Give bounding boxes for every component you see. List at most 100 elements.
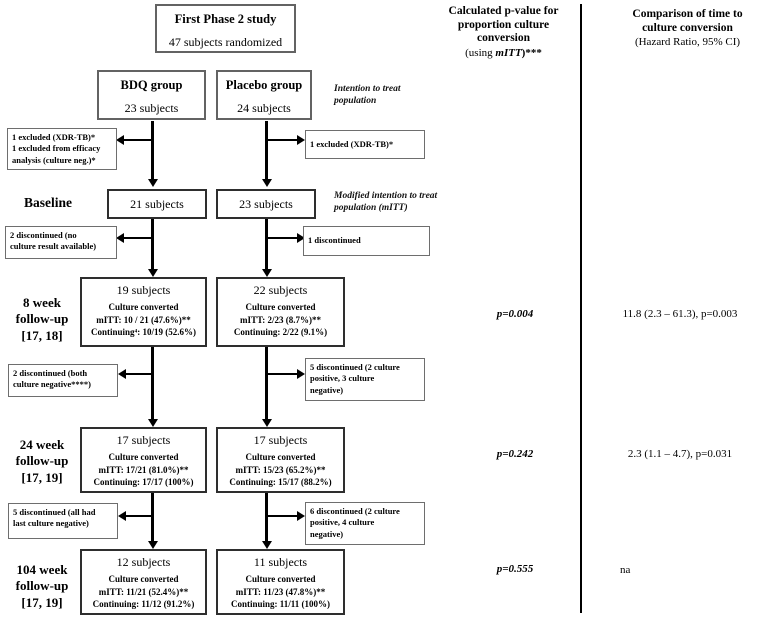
- excl-placebo1-line1: 1 excluded (XDR-TB)*: [310, 138, 394, 149]
- excl-bdq1-line2: 1 excluded from efficacy: [12, 143, 101, 154]
- placebo-arrowhead-4: [262, 541, 272, 549]
- bdq-arrowhead-1: [148, 179, 158, 187]
- wk104-bdq-detail2: mITT: 11/21 (52.4%)**: [98, 586, 189, 597]
- placebo-branch-line-1: [267, 139, 297, 141]
- hr-header-subline: (Hazard Ratio, 95% CI): [634, 36, 741, 49]
- disc-placebo1-line1: 1 discontinued: [308, 235, 361, 246]
- wk104-placebo-detail2: mITT: 11/23 (47.8%)**: [235, 586, 326, 597]
- wk104-bdq-detail3: Continuing: 11/12 (91.2%): [92, 599, 195, 610]
- wk104-bdq-title: 12 subjects: [116, 555, 171, 569]
- bdq-connector-4: [151, 493, 154, 541]
- wk8-bdq-details: Culture converted mITT: 10 / 21 (47.6%)*…: [82, 301, 205, 339]
- wk104-bdq-detail1: Culture converted: [108, 574, 179, 584]
- placebo-branch-arrowhead-1: [297, 135, 305, 145]
- pvalue-header-line2: proportion culture: [457, 18, 550, 31]
- mitt-population-note: Modified intention to treat population (…: [334, 191, 438, 213]
- wk8-placebo-detail3: Continuing: 2/22 (9.1%): [233, 327, 328, 338]
- bdq-arrowhead-3: [148, 419, 158, 427]
- wk24-row-label: 24 week follow-up [17, 19]: [2, 437, 82, 486]
- wk104-bdq-box: 12 subjects Culture converted mITT: 11/2…: [80, 549, 207, 615]
- bdq-branch-line-1: [124, 139, 152, 141]
- wk24-bdq-title: 17 subjects: [116, 433, 171, 447]
- disc-placebo3-line1: 6 discontinued (2 culture: [310, 506, 400, 516]
- wk104-placebo-title: 11 subjects: [253, 555, 308, 569]
- bdq-group-name: BDQ group: [120, 78, 183, 92]
- wk24-label-line2: follow-up: [15, 453, 69, 469]
- wk104-hazard-ratio: na: [620, 564, 631, 576]
- placebo-branch-arrowhead-4: [297, 511, 305, 521]
- placebo-exclusion-box-1: 1 excluded (XDR-TB)*: [305, 130, 425, 159]
- placebo-discontinued-box-1: 1 discontinued: [303, 226, 430, 256]
- wk8-hazard-ratio: 11.8 (2.3 – 61.3), p=0.003: [622, 308, 738, 320]
- bdq-discontinued-box-3: 5 discontinued (all had last culture neg…: [8, 503, 118, 539]
- baseline-row-label: Baseline: [24, 195, 73, 210]
- wk24-placebo-detail2: mITT: 15/23 (65.2%)**: [235, 464, 326, 475]
- bdq-branch-line-2: [124, 237, 152, 239]
- placebo-arrowhead-1: [262, 179, 272, 187]
- placebo-group-count: 24 subjects: [237, 101, 291, 115]
- placebo-discontinued-box-3: 6 discontinued (2 culture positive, 4 cu…: [305, 502, 425, 545]
- wk104-label-line3: [17, 19]: [21, 594, 63, 610]
- disc-bdq1-line2: culture result available): [10, 241, 97, 252]
- bdq-group-box: BDQ group 23 subjects: [97, 70, 206, 120]
- bdq-discontinued-box-2: 2 discontinued (both culture negative***…: [8, 364, 118, 397]
- wk8-bdq-title: 19 subjects: [116, 283, 171, 297]
- disc-bdq1-line1: 2 discontinued (no: [10, 230, 77, 240]
- pvalue-header-line3: conversion: [476, 32, 531, 45]
- bdq-branch-arrowhead-2: [116, 233, 124, 243]
- disc-placebo2-line1: 5 discontinued (2 culture: [310, 362, 400, 372]
- placebo-discontinued-box-2: 5 discontinued (2 culture positive, 3 cu…: [305, 358, 425, 401]
- excl-bdq1-line1: 1 excluded (XDR-TB)*: [12, 132, 96, 142]
- column-divider-line: [580, 4, 582, 613]
- wk8-placebo-title: 22 subjects: [253, 283, 308, 297]
- wk8-pvalue: p=0.004: [496, 308, 534, 320]
- wk24-label-line3: [17, 19]: [21, 469, 63, 485]
- baseline-bdq-box: 21 subjects: [107, 189, 207, 219]
- wk24-bdq-box: 17 subjects Culture converted mITT: 17/2…: [80, 427, 207, 493]
- wk104-pvalue: p=0.555: [496, 563, 534, 575]
- bdq-exclusion-box-1: 1 excluded (XDR-TB)* 1 excluded from eff…: [7, 128, 117, 170]
- wk104-placebo-detail3: Continuing: 11/11 (100%): [230, 599, 331, 610]
- pvalue-header-line1: Calculated p-value for: [448, 5, 559, 17]
- placebo-branch-arrowhead-3: [297, 369, 305, 379]
- placebo-group-box: Placebo group 24 subjects: [216, 70, 312, 120]
- disc-bdq3-line1: 5 discontinued (all had: [13, 507, 96, 517]
- disc-bdq2-line1: 2 discontinued (both: [13, 368, 88, 378]
- hr-header-line1: Comparison of time to: [632, 8, 743, 20]
- wk8-bdq-detail3: Continuing⁴: 10/19 (52.6%): [91, 327, 196, 338]
- wk24-pvalue: p=0.242: [496, 448, 534, 460]
- wk8-bdq-detail1: Culture converted: [108, 302, 179, 312]
- disc-placebo2-line2: positive, 3 culture: [310, 373, 375, 384]
- placebo-connector-3: [265, 347, 268, 419]
- bdq-group-count: 23 subjects: [124, 101, 179, 115]
- wk8-label-line3: [17, 18]: [21, 327, 63, 343]
- wk24-placebo-details: Culture converted mITT: 15/23 (65.2%)** …: [218, 451, 343, 489]
- placebo-branch-arrowhead-2: [297, 233, 305, 243]
- disc-placebo2-line3: negative): [310, 384, 344, 395]
- wk24-placebo-detail3: Continuing: 15/17 (88.2%): [229, 477, 332, 488]
- hr-header-line2: culture conversion: [642, 21, 733, 34]
- study-title: First Phase 2 study: [174, 12, 277, 26]
- bdq-connector-2: [151, 219, 154, 269]
- hr-column-header: Comparison of time to culture conversion…: [605, 8, 770, 49]
- bdq-branch-arrowhead-1: [116, 135, 124, 145]
- wk24-label-line1: 24 week: [19, 437, 65, 452]
- placebo-branch-line-3: [267, 373, 297, 375]
- wk24-placebo-box: 17 subjects Culture converted mITT: 15/2…: [216, 427, 345, 493]
- wk24-bdq-detail1: Culture converted: [108, 452, 179, 462]
- bdq-branch-arrowhead-3: [118, 369, 126, 379]
- bdq-connector-1: [151, 121, 154, 179]
- pvalue-header-subline: (using mITT)***: [465, 46, 542, 59]
- wk24-placebo-title: 17 subjects: [253, 433, 308, 447]
- wk104-placebo-detail1: Culture converted: [245, 574, 316, 584]
- disc-bdq2-line2: culture negative****): [13, 379, 91, 390]
- placebo-arrowhead-2: [262, 269, 272, 277]
- wk24-bdq-detail2: mITT: 17/21 (81.0%)**: [98, 464, 189, 475]
- study-box: First Phase 2 study 47 subjects randomiz…: [155, 4, 296, 53]
- bdq-discontinued-box-1: 2 discontinued (no culture result availa…: [5, 226, 117, 259]
- wk24-bdq-detail3: Continuing: 17/17 (100%): [93, 477, 194, 488]
- placebo-arrowhead-3: [262, 419, 272, 427]
- baseline-placebo-box: 23 subjects: [216, 189, 316, 219]
- wk8-placebo-detail1: Culture converted: [245, 302, 316, 312]
